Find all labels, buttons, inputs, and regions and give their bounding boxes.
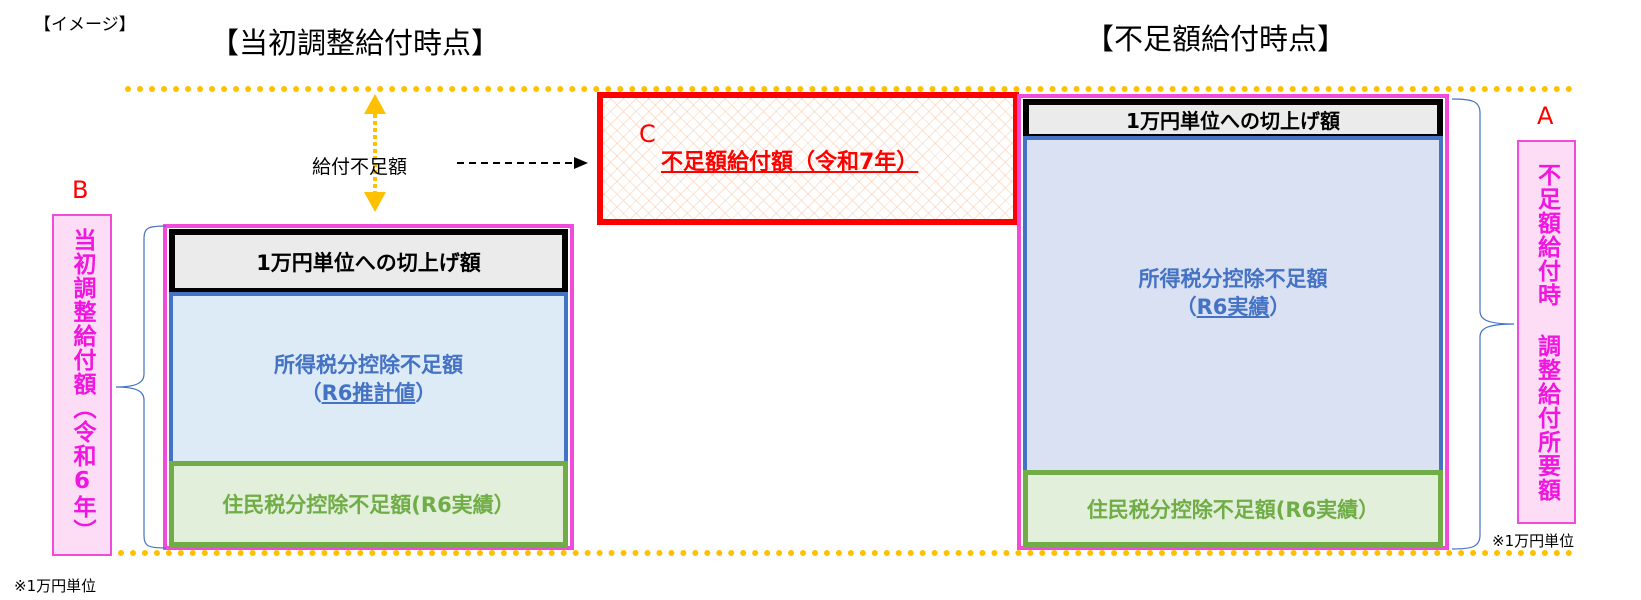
paren-open: （ bbox=[1175, 295, 1197, 320]
top-dotted-guide-line bbox=[125, 86, 1573, 92]
bottom-dotted-guide-line bbox=[118, 550, 1573, 556]
income-tax-shortfall-block: 所得税分控除不足額 （R6推計値） bbox=[169, 292, 568, 466]
shortfall-benefit-box: C 不足額給付額（令和7年） bbox=[597, 92, 1019, 225]
resident-tax-shortfall-label: 住民税分控除不足額(R6実績） bbox=[1086, 497, 1380, 522]
unit-note-right: ※1万円単位 bbox=[1492, 532, 1575, 550]
initial-benefit-stack: 1万円単位への切上げ額 所得税分控除不足額 （R6推計値） 住民税分控除不足額(… bbox=[163, 224, 574, 550]
dashed-right-arrow-icon bbox=[457, 157, 588, 169]
income-tax-shortfall-block: 所得税分控除不足額 （R6実績） bbox=[1023, 136, 1443, 475]
letter-b: B bbox=[72, 176, 89, 204]
income-tax-shortfall-basis: （R6実績） bbox=[1176, 293, 1291, 321]
round-up-amount-block: 1万円単位への切上げ額 bbox=[1023, 99, 1443, 140]
resident-tax-shortfall-block: 住民税分控除不足額(R6実績） bbox=[169, 461, 568, 547]
initial-benefit-amount-label: 当初調整給付額（令和6年） bbox=[52, 214, 112, 556]
shortfall-benefit-stack: 1万円単位への切上げ額 所得税分控除不足額 （R6実績） 住民税分控除不足額(R… bbox=[1017, 94, 1449, 550]
right-brace-icon bbox=[1451, 98, 1515, 550]
paren-close: ） bbox=[1269, 295, 1291, 320]
income-tax-shortfall-label: 所得税分控除不足額 bbox=[274, 352, 463, 377]
income-tax-shortfall-basis: （R6推計値） bbox=[301, 379, 437, 407]
image-tag: 【イメージ】 bbox=[34, 15, 136, 35]
round-up-amount-label: 1万円単位への切上げ額 bbox=[1126, 109, 1340, 133]
shortfall-benefit-title: 不足額給付額（令和7年） bbox=[661, 150, 919, 175]
resident-tax-shortfall-label: 住民税分控除不足額(R6実績） bbox=[222, 493, 515, 517]
heading-shortfall-benefit: 【不足額給付時点】 bbox=[1085, 22, 1347, 56]
heading-initial-adjustment: 【当初調整給付時点】 bbox=[210, 26, 501, 60]
paren-close: ） bbox=[415, 381, 437, 405]
left-brace-icon bbox=[115, 225, 167, 549]
letter-a: A bbox=[1537, 102, 1554, 130]
round-up-amount-label: 1万円単位への切上げ額 bbox=[256, 250, 481, 275]
paren-open: （ bbox=[300, 381, 322, 405]
gap-double-arrow-icon bbox=[364, 94, 386, 212]
basis-value: R6実績 bbox=[1196, 295, 1270, 320]
unit-note-left: ※1万円単位 bbox=[14, 577, 97, 595]
resident-tax-shortfall-block: 住民税分控除不足額(R6実績） bbox=[1023, 470, 1443, 547]
gap-label: 給付不足額 bbox=[312, 156, 408, 178]
income-tax-shortfall-label: 所得税分控除不足額 bbox=[1138, 267, 1328, 291]
letter-c: C bbox=[639, 120, 656, 148]
round-up-amount-block: 1万円単位への切上げ額 bbox=[169, 229, 568, 294]
basis-value: R6推計値 bbox=[321, 381, 416, 405]
shortfall-adjustment-required-label: 不足額給付時 調整給付所要額 bbox=[1517, 140, 1576, 524]
